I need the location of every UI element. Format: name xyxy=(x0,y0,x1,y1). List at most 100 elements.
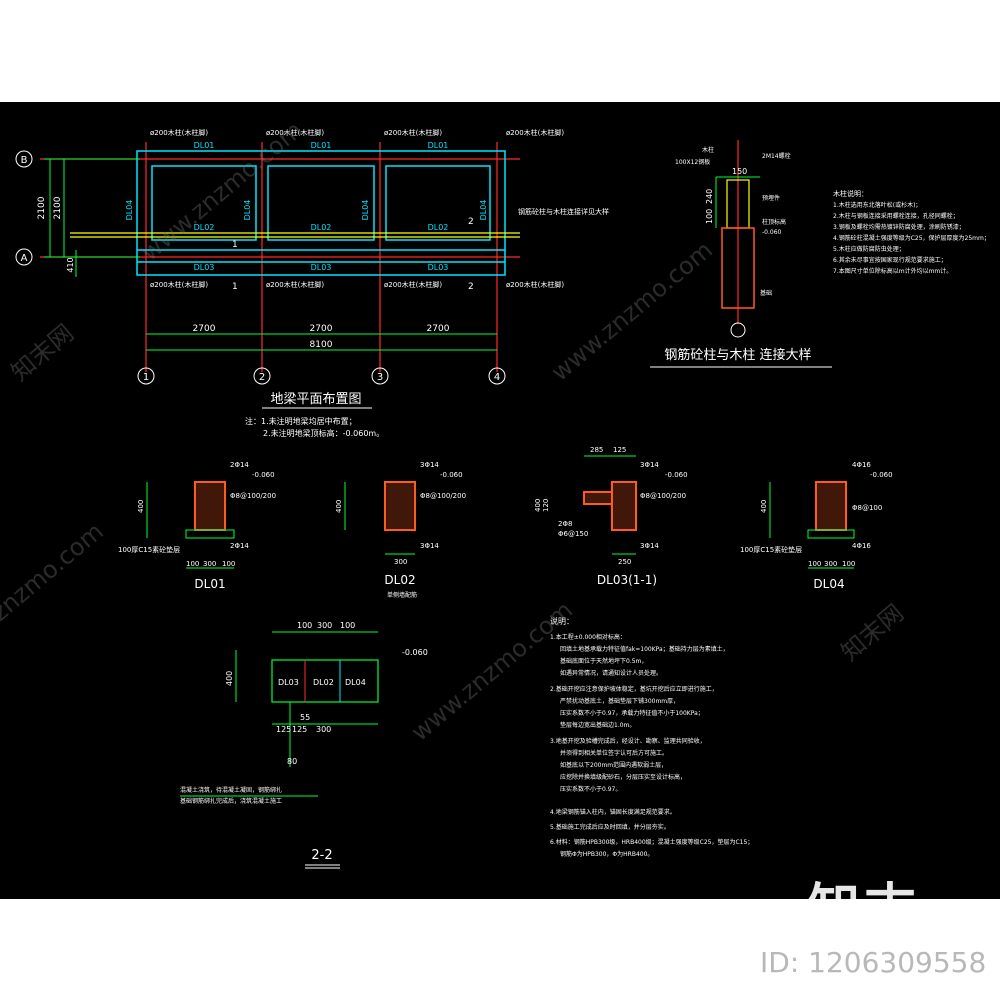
beam-label-dl02-2: DL02 xyxy=(311,223,332,232)
s22-dim-55: 55 xyxy=(300,713,310,722)
cad-drawing-canvas: 1 2 3 4 B A 2700 2700 2700 8100 2100 210… xyxy=(0,102,1000,899)
section-dl02: 3Φ14 -0.060 Φ8@100/200 3Φ14 400 300 DL02… xyxy=(335,461,466,599)
watermark-brand: 知末 xyxy=(808,879,921,939)
column-note-top-2: ø200木柱(木柱脚) xyxy=(266,128,324,137)
grid-bubble-b xyxy=(15,150,33,168)
dl04-cushion xyxy=(807,529,855,539)
grid-bubble-2 xyxy=(253,367,271,385)
column-note-bottom-3: ø200木柱(木柱脚) xyxy=(384,280,442,289)
s22-dim-80: 80 xyxy=(287,757,297,766)
watermark-diag-6: 知末网 xyxy=(836,599,909,667)
beam-bay-3 xyxy=(385,165,491,241)
dim-left-b: 2100 xyxy=(53,196,63,219)
general-note-10: 并须得到相关单位签字认可后方可施工。 xyxy=(560,749,668,757)
dl01-bottom-bars: 2Φ14 xyxy=(230,542,249,550)
beam-label-dl04-1: DL04 xyxy=(125,200,134,221)
dl04-dim-3: 100 xyxy=(842,560,855,568)
plan-callout-note: 钢筋砼柱与木柱连接详见大样 xyxy=(518,207,609,216)
axis-label-1: 1 xyxy=(143,372,149,383)
dl03-dim-2: 125 xyxy=(613,446,626,454)
detail-notes-title: 木柱说明： xyxy=(833,189,868,198)
dl03-dim-1: 285 xyxy=(590,446,603,454)
s22-label-dl02: DL02 xyxy=(313,678,334,687)
cad-drawing: 1 2 3 4 B A 2700 2700 2700 8100 2100 210… xyxy=(0,116,990,869)
dl03-stirrup: Φ8@100/200 xyxy=(640,492,686,500)
beam-outlines xyxy=(136,150,506,276)
general-note-15: 5.基础施工完成后应及时回填，并分层夯实。 xyxy=(550,823,670,831)
general-note-13: 压实系数不小于0.97。 xyxy=(560,785,621,793)
watermark-diag-4: znzmo.com xyxy=(0,517,109,626)
callout-bolt: 2M14螺栓 xyxy=(762,152,791,160)
dl01-elev: -0.060 xyxy=(252,471,275,479)
dl01-height: 400 xyxy=(137,500,145,513)
detail-dims: 150 240 100 xyxy=(705,167,747,224)
beam-label-dl04-2: DL04 xyxy=(243,200,252,221)
s22-dim-bottom-2: 125 xyxy=(292,725,307,734)
general-note-7: 压实系数不小于0.97，承载力特征值不小于100KPa； xyxy=(560,709,704,717)
section-marks: 1 1 2 2 xyxy=(232,217,474,292)
column-note-bottom-1: ø200木柱(木柱脚) xyxy=(150,280,208,289)
column-notes: ø200木柱(木柱脚) ø200木柱(木柱脚) ø200木柱(木柱脚) ø200… xyxy=(150,128,564,289)
beam-label-dl02-3: DL02 xyxy=(428,223,449,232)
section-dl01: 2Φ14 -0.060 Φ8@100/200 2Φ14 100厚C15素砼垫层 … xyxy=(118,461,276,591)
column-note-top-1: ø200木柱(木柱脚) xyxy=(150,128,208,137)
beam-labels: DL01 DL01 DL01 DL02 DL02 DL02 DL03 DL03 … xyxy=(125,141,488,272)
grid-bubble-labels: 1 2 3 4 B A xyxy=(21,155,501,383)
axis-label-2: 2 xyxy=(259,372,265,383)
detail-note-1: 1.木柱选用东北落叶松(或杉木)； xyxy=(833,201,921,209)
dl03-elev: -0.060 xyxy=(665,471,688,479)
dl03-side: 120 xyxy=(542,499,550,512)
ground-beam-plan: 1 2 3 4 B A 2700 2700 2700 8100 2100 210… xyxy=(15,128,609,438)
dl03-dim-3: 250 xyxy=(618,558,631,566)
dl04-bottom-bars: 4Φ16 xyxy=(852,542,871,550)
dl04-dim-1: 100 xyxy=(808,560,821,568)
section-dl04: 4Φ16 -0.060 Φ8@100 4Φ16 100厚C15素砼垫层 400 … xyxy=(740,461,893,591)
s22-height: 400 xyxy=(225,671,234,686)
dl03-title: DL03(1-1) xyxy=(597,573,657,587)
section-mark-1b: 1 xyxy=(232,282,238,292)
general-note-11: 如基底以下200mm范围内遇软弱土层， xyxy=(560,761,667,769)
beam-label-dl01-3: DL01 xyxy=(428,141,449,150)
general-note-2: 回填土地基承载力特征值fak=100KPa；基础持力层为素填土， xyxy=(560,645,729,653)
general-note-16: 6.材料：钢筋HPB300级，HRB400级；混凝土强度等级C25，垫层为C15… xyxy=(550,838,753,846)
dl02-stirrup: Φ8@100/200 xyxy=(420,492,466,500)
dl03-labels: 3Φ14 -0.060 Φ8@100/200 3Φ14 400 120 2Φ8 … xyxy=(534,446,688,566)
general-notes-title: 说明： xyxy=(550,616,574,626)
watermark-id: ID: 1206309558 xyxy=(760,946,987,979)
column-note-bottom-4: ø200木柱(木柱脚) xyxy=(506,280,564,289)
detail-dim-240: 240 xyxy=(705,189,714,204)
s22-elev: -0.060 xyxy=(402,648,428,657)
general-note-6: 严禁扰动基底土，基础垫层下铺300mm厚， xyxy=(560,697,679,705)
axis-label-4: 4 xyxy=(494,372,500,383)
s22-note-b: 基础钢筋绑扎完成后，浇筑混凝土施工 xyxy=(180,797,282,805)
detail-title: 钢筋砼柱与木柱 连接大样 xyxy=(664,347,811,363)
dl02-title: DL02 xyxy=(384,573,415,587)
beam-label-dl02-1: DL02 xyxy=(194,223,215,232)
dim-left-a: 2100 xyxy=(37,196,47,219)
beam-label-dl01-1: DL01 xyxy=(194,141,215,150)
watermark-diag-5: www.znzmo.com xyxy=(406,596,578,747)
beam-bay-2 xyxy=(267,165,375,241)
dl01-dim-2: 300 xyxy=(203,560,216,568)
s22-notes: 混凝土浇筑，待混凝土凝固，钢筋绑扎 基础钢筋绑扎完成后，浇筑混凝土施工 xyxy=(180,786,282,805)
section-mark-2a: 2 xyxy=(468,217,474,227)
detail-note-5: 5.木柱应做防腐防虫处理； xyxy=(833,245,905,253)
section-cut-lines xyxy=(70,232,520,238)
detail-note-3: 3.钢板及螺栓均需热镀锌防腐处理，涂刷防锈漆； xyxy=(833,223,965,231)
dl04-stirrup: Φ8@100 xyxy=(852,504,882,512)
general-note-17: 钢筋Φ为HPB300，Φ为HRB400。 xyxy=(560,850,653,858)
axis-label-b: B xyxy=(21,155,28,166)
dl01-title: DL01 xyxy=(194,577,225,591)
callout-elev-value: -0.060 xyxy=(762,229,782,236)
watermark-diag-1: www.znzmo.com xyxy=(136,116,308,267)
general-notes: 说明： 1.本工程±0.000相对标高： 回填土地基承载力特征值fak=100K… xyxy=(550,616,753,858)
grid-bubble-4 xyxy=(488,367,506,385)
dl02-subtitle: 单侧墙配筋 xyxy=(387,591,417,599)
dl03-top-bars: 3Φ14 xyxy=(640,461,659,469)
dl03-ledge xyxy=(583,491,613,505)
dl02-top-bars: 3Φ14 xyxy=(420,461,439,469)
plan-note-2: 2.未注明地梁顶标高：-0.060m。 xyxy=(263,428,384,438)
axis-label-a: A xyxy=(21,253,28,264)
column-note-top-4: ø200木柱(木柱脚) xyxy=(506,128,564,137)
s22-dim-bottom-1: 125 xyxy=(276,725,291,734)
